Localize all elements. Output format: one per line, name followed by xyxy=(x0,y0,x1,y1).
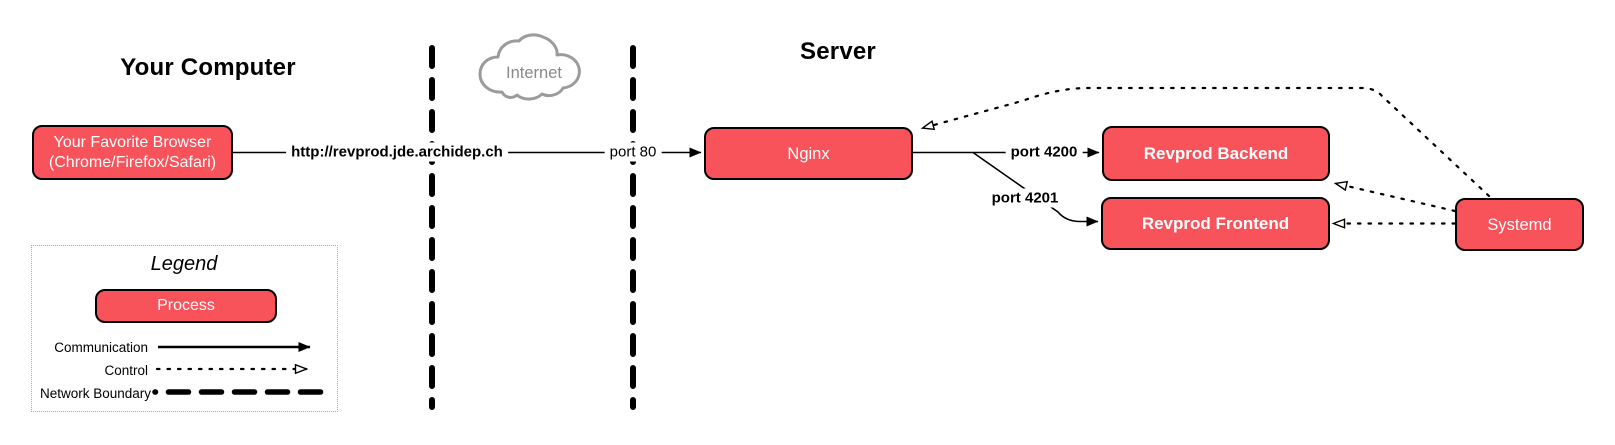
browser-node-label-line2: (Chrome/Firefox/Safari) xyxy=(48,153,217,171)
nginx-node-label: Nginx xyxy=(787,144,830,163)
legend-panel xyxy=(31,245,338,412)
server-title: Server xyxy=(800,38,876,65)
legend-process-label: Process xyxy=(157,297,215,314)
legend-communication-label: Communication xyxy=(54,340,148,355)
port-4201-label: port 4201 xyxy=(986,188,1064,208)
internet-cloud-shape xyxy=(478,33,581,101)
browser-node-label-line1: Your Favorite Browser xyxy=(53,133,212,151)
legend-network-boundary-label: Network Boundary xyxy=(40,385,152,401)
nginx-node: Nginx xyxy=(704,127,913,180)
revprod-frontend-label: Revprod Frontend xyxy=(1141,213,1290,233)
port-4200-label: port 4200 xyxy=(1005,142,1083,162)
systemd-node: Systemd xyxy=(1455,198,1584,251)
edge-systemd-to-backend-control xyxy=(1336,184,1457,213)
legend-control-label: Control xyxy=(104,362,148,378)
internet-label: Internet xyxy=(506,64,562,82)
legend-process-box: Process xyxy=(95,289,277,323)
revprod-backend-label: Revprod Backend xyxy=(1143,143,1289,163)
browser-url-label: http://revprod.jde.archidep.ch xyxy=(286,142,508,162)
revprod-backend-node: Revprod Backend xyxy=(1102,126,1330,181)
edge-nginx-to-frontend xyxy=(972,151,1099,227)
edge-systemd-to-nginx-control xyxy=(923,86,1491,198)
legend-title: Legend xyxy=(150,253,218,275)
systemd-node-label: Systemd xyxy=(1487,215,1552,234)
your-computer-title: Your Computer xyxy=(120,54,296,81)
revprod-frontend-node: Revprod Frontend xyxy=(1101,197,1330,250)
browser-node: Your Favorite Browser (Chrome/Firefox/Sa… xyxy=(32,125,233,180)
port-80-label: port 80 xyxy=(604,142,662,162)
